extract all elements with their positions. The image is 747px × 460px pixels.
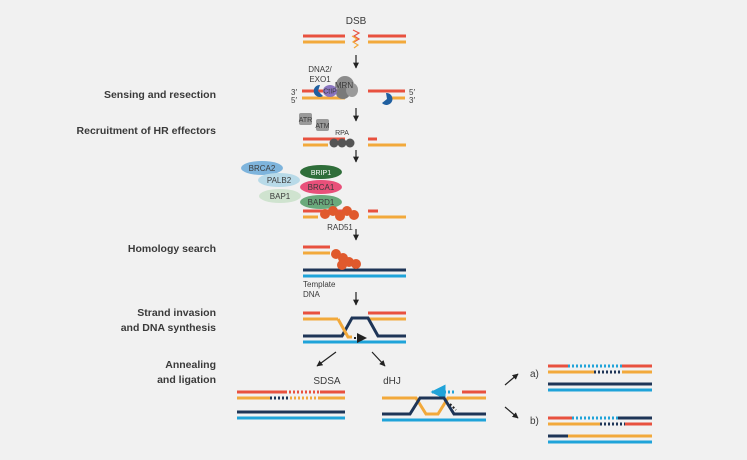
outcome-a-dna (548, 364, 652, 392)
rad51-label: RAD51 (327, 223, 353, 232)
exo1-pacman-right-icon (382, 92, 393, 105)
brip1-protein: BRIP1 (300, 165, 342, 179)
atm-label: ATM (315, 123, 329, 130)
bard1-label: BARD1 (308, 198, 335, 207)
arrow-6-left (316, 351, 337, 367)
invasion-dna (303, 311, 406, 344)
atr-protein: ATR (299, 113, 312, 125)
template-label-2: DNA (303, 290, 321, 299)
atr-label: ATR (299, 117, 312, 124)
outcome-a-label: a) (530, 369, 539, 380)
brca1-protein: BRCA1 (300, 180, 342, 194)
dhj-dna (382, 384, 486, 422)
sdsa-dna (237, 390, 345, 420)
dsb-dna (303, 34, 406, 44)
stage-recruitment: Recruitment of HR effectors (77, 125, 217, 137)
atm-protein: ATM (315, 119, 330, 131)
brca2-label: BRCA2 (249, 164, 276, 173)
prime-3-right: 3′ (409, 96, 415, 105)
stage-invasion-1: Strand invasion (137, 307, 216, 319)
dsb-break-icon (351, 29, 361, 49)
mrn-complex: MRN (335, 76, 358, 99)
sdsa-label: SDSA (313, 376, 341, 387)
ctip-label: CtIP (323, 89, 337, 96)
outcome-b-label: b) (530, 416, 539, 427)
arrow-outcome-a (504, 373, 519, 386)
bard1-protein: BARD1 (300, 195, 342, 209)
template-label-1: Template (303, 280, 336, 289)
mrn-label: MRN (335, 81, 353, 90)
recruitment-dna (303, 137, 406, 147)
stage-annealing-2: and ligation (157, 374, 216, 386)
dna2-label-1: DNA2/ (308, 65, 332, 74)
stage-sensing: Sensing and resection (104, 89, 216, 101)
brip1-label: BRIP1 (311, 170, 331, 177)
rad51-search (331, 249, 361, 270)
arrow-6-right (371, 351, 386, 367)
dhj-label: dHJ (383, 376, 401, 387)
arrow-outcome-b (504, 406, 519, 419)
ctip-protein: CtIP (323, 85, 337, 97)
rad51-filament (320, 206, 359, 221)
homology-dna (303, 245, 406, 278)
dna2-label-2: EXO1 (309, 75, 331, 84)
brca2-protein: BRCA2 (241, 161, 283, 175)
stage-invasion-2: and DNA synthesis (121, 322, 216, 334)
prime-3-left: 3′ (291, 88, 297, 97)
bap1-label: BAP1 (270, 192, 291, 201)
prime-5-left: 5′ (291, 96, 297, 105)
bap1-protein: BAP1 (259, 189, 301, 203)
rpa-label: RPA (335, 130, 349, 137)
brca1-label: BRCA1 (308, 183, 335, 192)
palb2-label: PALB2 (267, 176, 292, 185)
rpa-cluster (329, 138, 355, 148)
dsb-label: DSB (346, 16, 367, 27)
prime-5-right: 5′ (409, 88, 415, 97)
stage-annealing-1: Annealing (165, 359, 216, 371)
palb2-protein: PALB2 (258, 173, 300, 187)
stage-homology: Homology search (128, 243, 216, 255)
outcome-b-dna (548, 416, 652, 444)
exo1-pacman-icon (313, 84, 323, 97)
